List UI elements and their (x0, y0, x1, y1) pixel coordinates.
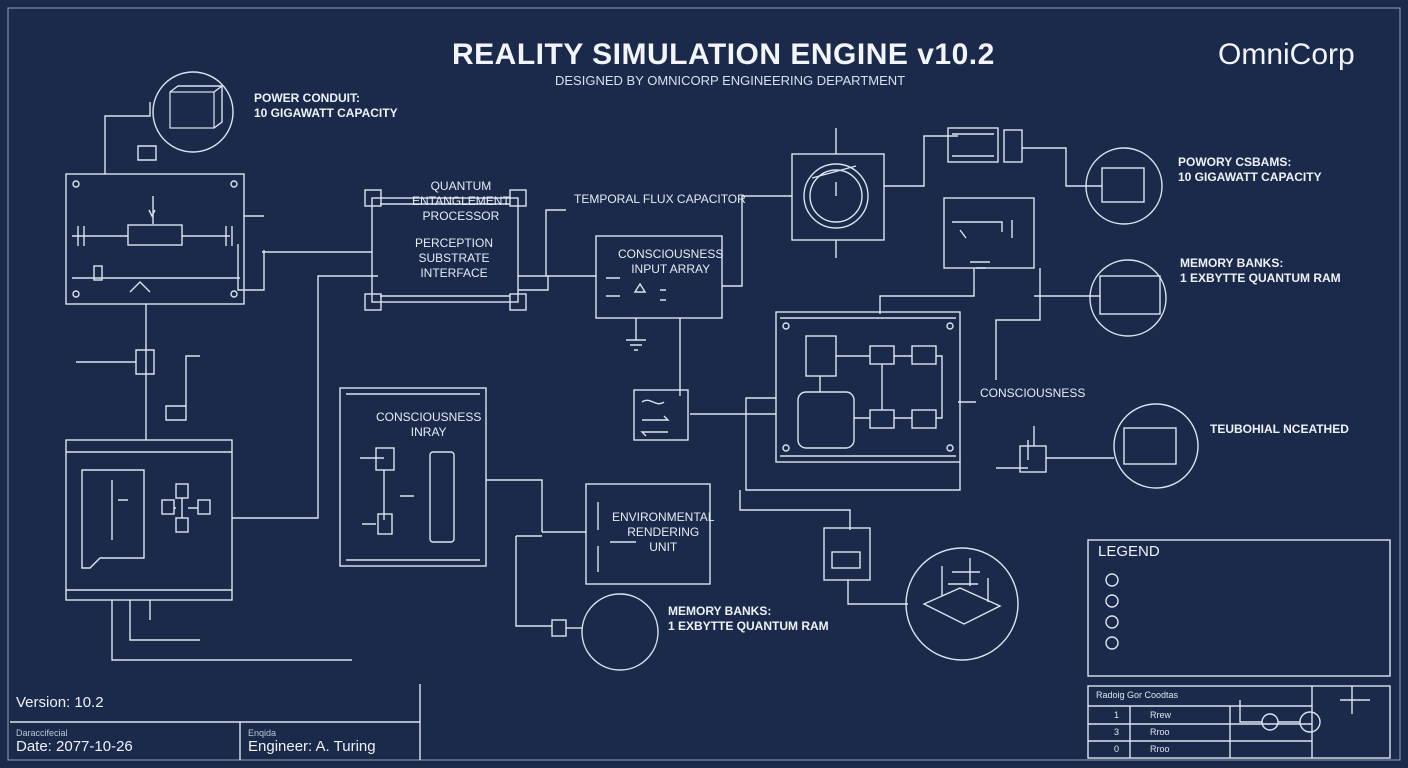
memory-banks-bottom-capacity: 1 EXBYTTE QUANTUM RAM (668, 619, 829, 633)
table-header: Radoig Gor Coodtas (1096, 690, 1179, 700)
consciousness-inray-label: CONSCIOUSNESS INRAY (376, 410, 482, 439)
date-caption: Daraccifecial (16, 728, 68, 738)
version-label: Version: 10.2 (16, 694, 104, 711)
table-row-val: Rroo (1150, 727, 1170, 737)
legend-title: LEGEND (1098, 543, 1160, 560)
environmental-rendering-module (339, 387, 711, 671)
legend-box (1087, 539, 1391, 677)
blueprint-border (7, 7, 1401, 761)
quantum-processor-label: QUANTUM ENTANGLEMENT PROCESSOR (412, 179, 510, 223)
perception-interface-label: PERCEPTION SUBSTRATE INTERFACE (415, 236, 494, 280)
temporal-flux-capacitor-module (791, 127, 1082, 314)
consciousness-input-array-module (595, 195, 792, 396)
power-conduit-module (65, 71, 264, 305)
memory-banks-bottom-title: MEMORY BANKS: (668, 604, 772, 618)
table-row-num: 1 (1114, 710, 1120, 720)
table-row-num: 0 (1114, 744, 1120, 754)
consciousness-input-label: CONSCIOUSNESS INPUT ARRAY (618, 247, 724, 276)
table-row-val: Rrew (1150, 710, 1172, 720)
bottom-assembly (823, 527, 1019, 661)
memory-top-right-title: POWORY CSBAMS: (1178, 155, 1292, 169)
table-row-val: Rroo (1150, 744, 1170, 754)
power-conduit-capacity: 10 GIGAWATT CAPACITY (254, 106, 398, 120)
memory-banks-right-title: MEMORY BANKS: (1180, 256, 1284, 270)
consciousness-right-label: CONSCIOUSNESS (980, 386, 1086, 400)
memory-top-right-capacity: 10 GIGAWATT CAPACITY (1178, 170, 1322, 184)
right-memory-modules (995, 147, 1199, 489)
date-label: Date: 2077-10-26 (16, 738, 133, 755)
table-row-num: 3 (1114, 727, 1120, 737)
central-processing-rack (690, 311, 1029, 530)
perception-interface-module (262, 189, 596, 311)
engineer-label: Engineer: A. Turing (248, 738, 376, 755)
teubohial-label: TEUBOHIAL NCEATHED (1210, 422, 1349, 436)
environmental-rendering-label: ENVIRONMENTAL RENDERING UNIT (612, 510, 715, 554)
page-title: REALITY SIMULATION ENGINE v10.2 (452, 38, 995, 71)
footer-blocks (10, 684, 1391, 760)
power-conduit-title: POWER CONDUIT: (254, 91, 360, 105)
left-trunk-module (65, 244, 378, 661)
temporal-flux-label: TEMPORAL FLUX CAPACITOR (574, 192, 746, 206)
memory-banks-right-capacity: 1 EXBYTTE QUANTUM RAM (1180, 271, 1341, 285)
brand-logo: OmniCorp (1218, 38, 1355, 71)
engineer-caption: Enqida (248, 728, 277, 738)
page-subtitle: DESIGNED BY OMNICORP ENGINEERING DEPARTM… (555, 73, 906, 88)
